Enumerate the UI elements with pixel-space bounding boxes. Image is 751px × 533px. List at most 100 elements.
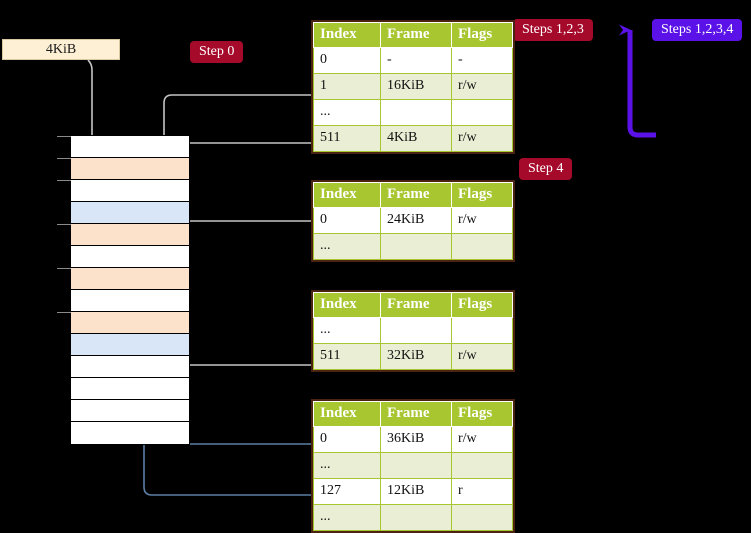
cell-frame bbox=[380, 317, 452, 344]
cell-frame: 32KiB bbox=[380, 343, 452, 370]
memory-tick-mark bbox=[57, 268, 71, 269]
column-header-index: Index bbox=[313, 401, 381, 427]
wire-table3-row511-to-memory bbox=[169, 314, 311, 366]
memory-frame-cell bbox=[57, 180, 189, 202]
memory-frame-cell bbox=[57, 312, 189, 334]
cell-index: ... bbox=[313, 233, 381, 260]
physical-memory-column bbox=[57, 135, 190, 445]
cell-flags bbox=[451, 452, 513, 479]
cell-frame: 16KiB bbox=[380, 73, 452, 100]
memory-frame-cell bbox=[71, 246, 189, 268]
cell-index: 511 bbox=[313, 343, 381, 370]
table-row[interactable]: ... bbox=[313, 233, 513, 260]
memory-frame-cell bbox=[57, 158, 189, 180]
column-header-flags: Flags bbox=[451, 401, 513, 427]
memory-frame-cell bbox=[71, 356, 189, 378]
column-header-index: Index bbox=[313, 22, 381, 48]
memory-frame-cell bbox=[57, 224, 189, 246]
column-header-index: Index bbox=[313, 182, 381, 208]
cell-flags: r/w bbox=[451, 125, 513, 152]
cell-frame bbox=[380, 504, 452, 531]
memory-frame-cell bbox=[71, 400, 189, 422]
cell-frame: 36KiB bbox=[380, 426, 452, 453]
column-header-frame: Frame bbox=[380, 182, 452, 208]
table-row[interactable]: ... bbox=[313, 317, 513, 344]
wire-steps-1234-bracket bbox=[619, 24, 656, 138]
cell-index: ... bbox=[313, 317, 381, 344]
table-row[interactable]: 0-- bbox=[313, 47, 513, 74]
memory-frame-cell bbox=[71, 334, 189, 356]
memory-tick-mark bbox=[57, 136, 71, 137]
cell-index: 127 bbox=[313, 478, 381, 505]
cell-index: 1 bbox=[313, 73, 381, 100]
badge-steps-1-2-3: Steps 1,2,3 bbox=[513, 19, 593, 41]
frame-size-label: 4KiB bbox=[2, 39, 120, 60]
badge-step-4: Step 4 bbox=[519, 158, 573, 180]
cell-flags bbox=[451, 99, 513, 126]
column-header-frame: Frame bbox=[380, 401, 452, 427]
memory-frame-cell bbox=[71, 290, 189, 312]
cell-frame: - bbox=[380, 47, 452, 74]
cell-index: 0 bbox=[313, 47, 381, 74]
cell-flags: r/w bbox=[451, 73, 513, 100]
memory-frame-cell bbox=[57, 268, 189, 290]
wire-table1-row511-to-memory bbox=[176, 142, 311, 242]
cell-index: 0 bbox=[313, 426, 381, 453]
cell-flags: r/w bbox=[451, 207, 513, 234]
wire-table2-row0-to-memory bbox=[176, 220, 311, 286]
memory-frame-cell bbox=[71, 378, 189, 400]
cell-flags bbox=[451, 233, 513, 260]
memory-frame-cell bbox=[71, 202, 189, 224]
badge-step-0: Step 0 bbox=[190, 41, 244, 63]
memory-tick-mark bbox=[57, 158, 71, 159]
cell-index: 0 bbox=[313, 207, 381, 234]
cell-frame bbox=[380, 233, 452, 260]
table-row[interactable]: ... bbox=[313, 452, 513, 479]
cell-index: 511 bbox=[313, 125, 381, 152]
cell-frame: 24KiB bbox=[380, 207, 452, 234]
memory-frame-cell bbox=[57, 136, 189, 158]
table-row[interactable]: ... bbox=[313, 504, 513, 531]
cell-flags: r/w bbox=[451, 343, 513, 370]
column-header-flags: Flags bbox=[451, 182, 513, 208]
badge-steps-1-2-3-4: Steps 1,2,3,4 bbox=[652, 19, 743, 41]
cell-frame: 12KiB bbox=[380, 478, 452, 505]
cell-index: ... bbox=[313, 504, 381, 531]
cell-flags: r bbox=[451, 478, 513, 505]
cell-flags: r/w bbox=[451, 426, 513, 453]
column-header-frame: Frame bbox=[380, 22, 452, 48]
column-header-flags: Flags bbox=[451, 22, 513, 48]
cell-frame bbox=[380, 99, 452, 126]
table-row[interactable]: ... bbox=[313, 99, 513, 126]
cell-index: ... bbox=[313, 452, 381, 479]
column-header-frame: Frame bbox=[380, 292, 452, 318]
memory-tick-mark bbox=[57, 224, 71, 225]
cell-flags: - bbox=[451, 47, 513, 74]
memory-frame-cell bbox=[71, 422, 189, 444]
cell-flags bbox=[451, 317, 513, 344]
column-header-flags: Flags bbox=[451, 292, 513, 318]
memory-tick-mark bbox=[57, 180, 71, 181]
column-header-index: Index bbox=[313, 292, 381, 318]
memory-tick-mark bbox=[57, 312, 71, 313]
cell-flags bbox=[451, 504, 513, 531]
